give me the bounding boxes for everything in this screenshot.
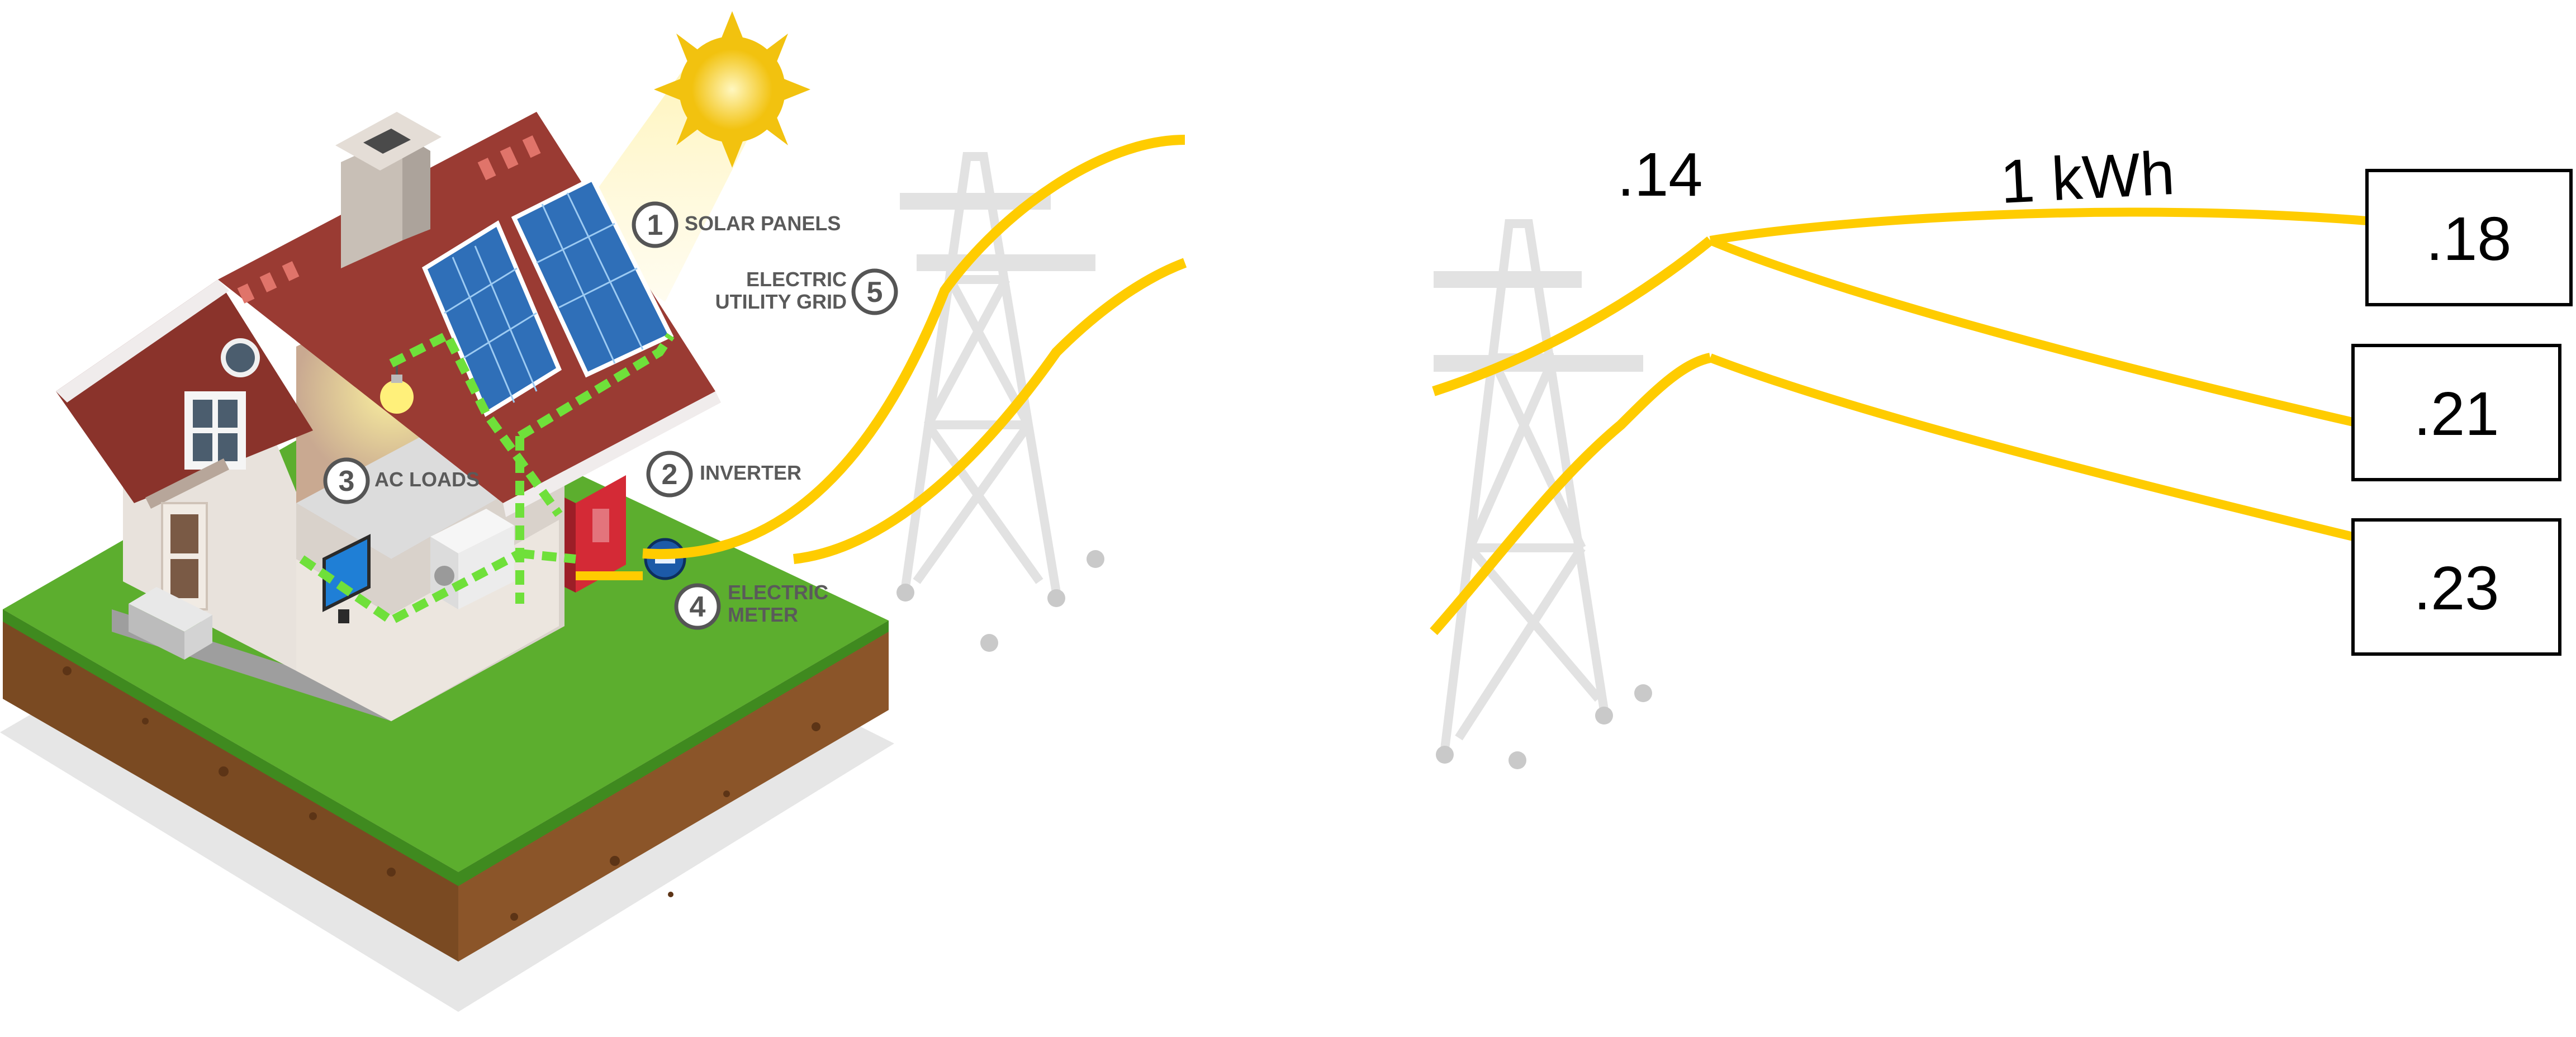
label-electric-meter: 4 ELECTRIC METER bbox=[674, 581, 828, 630]
label-solar-panels-number: 1 bbox=[647, 209, 663, 242]
label-solar-panels-text: SOLAR PANELS bbox=[685, 212, 841, 235]
price-value-1: .18 bbox=[2426, 205, 2512, 273]
unit-label: 1 kWh bbox=[1999, 139, 2176, 216]
tower-left-feet bbox=[896, 550, 1104, 652]
label-utility-grid-number: 5 bbox=[867, 276, 883, 309]
light-bulb-icon bbox=[380, 358, 414, 414]
front-door bbox=[145, 458, 229, 610]
label-electric-meter-number: 4 bbox=[690, 591, 706, 623]
label-solar-panels: 1 SOLAR PANELS bbox=[632, 201, 841, 248]
soil-right-face bbox=[458, 621, 889, 962]
roof-vents bbox=[237, 135, 541, 304]
label-inverter: 2 INVERTER bbox=[646, 451, 801, 498]
roof-gable-trim bbox=[56, 280, 229, 403]
price-box-3: .23 bbox=[2351, 518, 2561, 656]
chimney bbox=[335, 112, 442, 268]
price-box-2: .21 bbox=[2351, 344, 2561, 481]
sun-icon bbox=[654, 11, 810, 168]
label-utility-grid-line2: UTILITY GRID bbox=[715, 290, 847, 313]
soil-speckles bbox=[63, 666, 820, 921]
solar-house-illustration: 1 SOLAR PANELS 2 INVERTER 3 AC LOADS 4 E… bbox=[0, 11, 1187, 1012]
electric-meter-icon bbox=[644, 538, 686, 580]
utility-power-lines bbox=[642, 135, 1187, 564]
utility-tower-right bbox=[1434, 219, 1643, 750]
attic-window bbox=[221, 338, 260, 377]
soil-left-face bbox=[3, 609, 458, 962]
tv-icon bbox=[322, 534, 371, 623]
source-price: .14 bbox=[1617, 140, 1703, 209]
incoming-power-lines bbox=[1430, 236, 1714, 635]
roof-eave-trim bbox=[503, 391, 721, 517]
front-windows bbox=[184, 391, 246, 470]
house-wiring-dashed bbox=[299, 329, 675, 626]
price-value-2: .21 bbox=[2414, 380, 2499, 448]
label-utility-grid: ELECTRIC UTILITY GRID 5 bbox=[715, 268, 898, 315]
washing-machine-icon bbox=[430, 509, 514, 609]
tower-right-feet bbox=[1436, 684, 1652, 769]
label-electric-meter-line1: ELECTRIC bbox=[728, 581, 828, 604]
label-utility-grid-line1: ELECTRIC bbox=[746, 268, 847, 291]
label-electric-meter-line2: METER bbox=[728, 603, 798, 626]
price-box-1: .18 bbox=[2365, 169, 2573, 306]
label-ac-loads: 3 AC LOADS bbox=[323, 457, 480, 504]
distribution-power-lines bbox=[1708, 207, 2368, 541]
label-ac-loads-number: 3 bbox=[339, 465, 355, 498]
front-steps bbox=[129, 587, 212, 660]
utility-tower-left bbox=[900, 152, 1095, 594]
inverter-box bbox=[564, 475, 626, 593]
pricing-illustration: .14 1 kWh .18 .21 .23 bbox=[1430, 139, 2573, 769]
label-ac-loads-text: AC LOADS bbox=[374, 468, 480, 491]
price-value-3: .23 bbox=[2414, 554, 2499, 623]
label-inverter-number: 2 bbox=[662, 458, 678, 491]
label-inverter-text: INVERTER bbox=[700, 461, 801, 484]
